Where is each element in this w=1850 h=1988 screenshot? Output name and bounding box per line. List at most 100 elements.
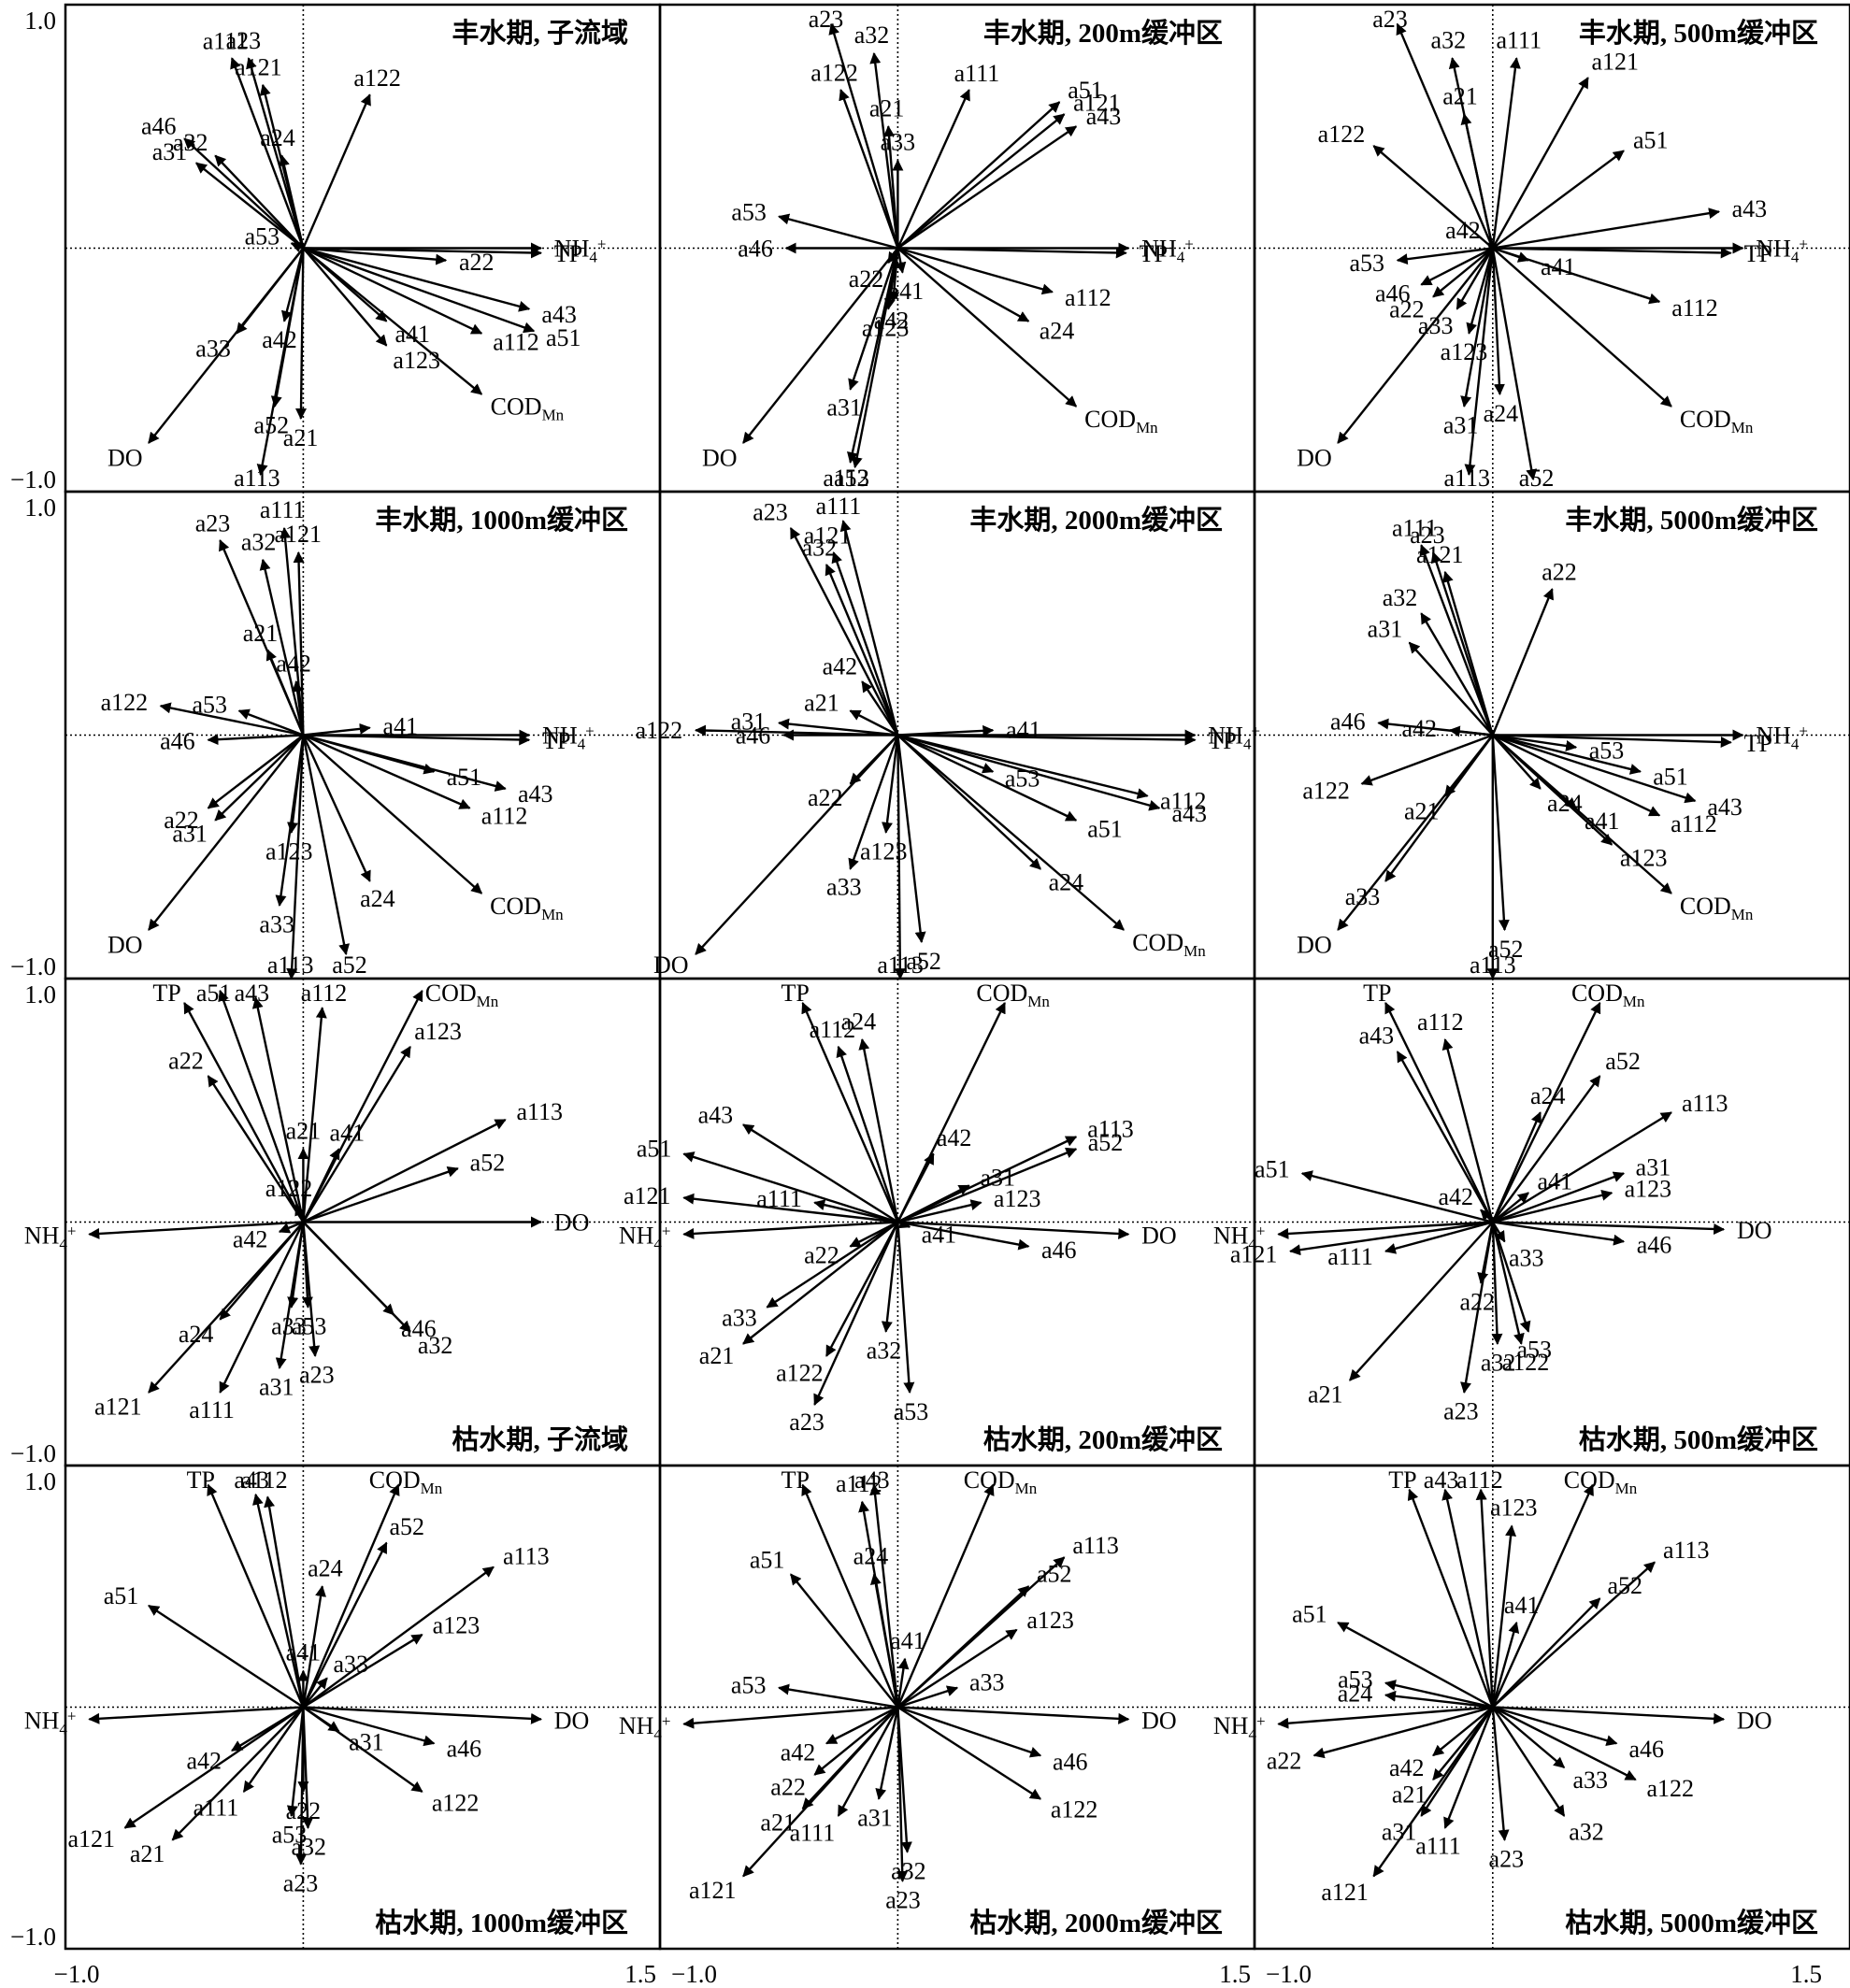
species-label: a51 <box>1068 77 1103 104</box>
species-label: a123 <box>433 1612 480 1639</box>
species-vector-arrow <box>290 241 304 252</box>
env-vector-arrow <box>1384 1001 1494 1223</box>
species-vector-arrow <box>813 1199 898 1223</box>
species-label: a53 <box>245 223 280 250</box>
species-label: a23 <box>195 510 231 537</box>
env-variable-label: CODMn <box>1084 406 1158 436</box>
species-label: a42 <box>1389 1754 1425 1781</box>
species-vector-arrow <box>1443 1707 1494 1829</box>
species-label: a123 <box>1026 1607 1074 1634</box>
species-label: a53 <box>1338 1666 1373 1693</box>
species-vector-arrow <box>1491 1597 1601 1709</box>
env-vector-arrow <box>1491 1001 1601 1223</box>
species-vector-arrow <box>148 1604 305 1709</box>
species-label: a46 <box>736 722 771 750</box>
species-label: a24 <box>1547 790 1583 817</box>
species-label: a22 <box>168 1047 204 1074</box>
y-tick-label: 1.0 <box>24 980 56 1008</box>
species-label: a31 <box>981 1164 1016 1191</box>
species-label: a113 <box>1470 951 1516 979</box>
x-tick-label: 1.5 <box>1219 1960 1251 1988</box>
species-label: a23 <box>1443 1398 1479 1425</box>
env-variable-label: CODMn <box>1564 1466 1638 1497</box>
species-label: a31 <box>152 138 188 165</box>
panel-title: 丰水期, 1000m缓冲区 <box>375 505 628 536</box>
species-label: a43 <box>1707 794 1742 821</box>
env-vector-arrow <box>897 1221 1130 1239</box>
env-vector-arrow <box>896 734 1125 931</box>
species-vector-arrow <box>849 734 899 785</box>
species-vector-arrow <box>897 1685 959 1709</box>
panel-title: 丰水期, 子流域 <box>452 18 628 49</box>
species-vector-arrow <box>1491 248 1505 395</box>
species-vector-arrow <box>1419 544 1494 736</box>
species-vector-arrow <box>1491 248 1538 481</box>
species-vector-arrow <box>1492 207 1721 250</box>
species-vector-arrow <box>1492 734 1697 804</box>
species-label: a112 <box>241 1466 288 1494</box>
species-vector-arrow <box>278 1221 304 1234</box>
species-vector-arrow <box>1475 1488 1494 1708</box>
species-label: a122 <box>810 59 858 86</box>
species-vector-arrow <box>837 1706 899 1817</box>
species-vector-arrow <box>1491 77 1589 250</box>
species-label: a31 <box>1368 616 1403 643</box>
species-vector-arrow <box>1491 588 1554 736</box>
species-label: a51 <box>546 324 581 351</box>
species-label: a51 <box>637 1135 672 1162</box>
env-variable-label: TP <box>782 980 810 1007</box>
species-label: a121 <box>624 1182 671 1209</box>
species-label: a21 <box>130 1840 165 1867</box>
species-vector-arrow <box>302 1045 411 1223</box>
species-label: a23 <box>1372 6 1408 33</box>
species-label: a42 <box>823 653 858 680</box>
env-vector-arrow <box>1492 1706 1726 1724</box>
species-vector-arrow <box>123 1706 305 1829</box>
species-vector-arrow <box>848 248 899 391</box>
species-vector-arrow <box>897 734 1149 799</box>
species-vector-arrow <box>302 734 471 809</box>
species-vector-arrow <box>869 1483 899 1708</box>
env-variable-label: TP <box>1208 727 1236 754</box>
panel-title: 丰水期, 2000m缓冲区 <box>969 505 1223 536</box>
species-vector-arrow <box>825 1706 898 1745</box>
species-vector-arrow <box>778 1683 898 1709</box>
species-vector-arrow <box>302 1677 328 1709</box>
species-label: a113 <box>1443 465 1490 492</box>
species-label: a33 <box>334 1651 369 1678</box>
species-vector-arrow <box>896 734 1041 870</box>
species-vector-arrow <box>1384 1690 1493 1709</box>
species-label: a121 <box>1073 90 1121 117</box>
species-label: a22 <box>1542 559 1577 586</box>
panel-title: 枯水期, 子流域 <box>452 1424 628 1455</box>
species-vector-arrow <box>207 734 305 809</box>
species-vector-arrow <box>194 162 305 250</box>
species-vector-arrow <box>1480 1209 1494 1223</box>
species-label: a43 <box>698 1102 734 1129</box>
species-vector-arrow <box>861 680 899 737</box>
x-tick-label: −1.0 <box>54 1960 100 1988</box>
species-label: a112 <box>1456 1466 1503 1494</box>
species-label: a113 <box>516 1098 563 1125</box>
species-label: a113 <box>1087 1116 1134 1143</box>
env-variable-label: NH4+ <box>1213 1223 1266 1253</box>
species-vector-arrow <box>1491 1707 1510 1841</box>
species-label: a46 <box>1053 1749 1088 1776</box>
species-label: a111 <box>189 1396 235 1423</box>
species-label: a23 <box>1489 1846 1525 1873</box>
species-label: a122 <box>776 1359 824 1386</box>
species-label: a112 <box>1671 810 1717 837</box>
env-variable-label: DO <box>1297 445 1332 472</box>
species-vector-arrow <box>1448 725 1493 737</box>
species-label: a31 <box>1636 1153 1671 1180</box>
species-label: a21 <box>760 1809 796 1837</box>
species-label: a22 <box>849 265 884 293</box>
species-label: a21 <box>1404 797 1440 824</box>
species-vector-arrow <box>303 247 448 265</box>
env-variable-label: DO <box>554 1209 590 1237</box>
species-vector-arrow <box>275 735 305 908</box>
